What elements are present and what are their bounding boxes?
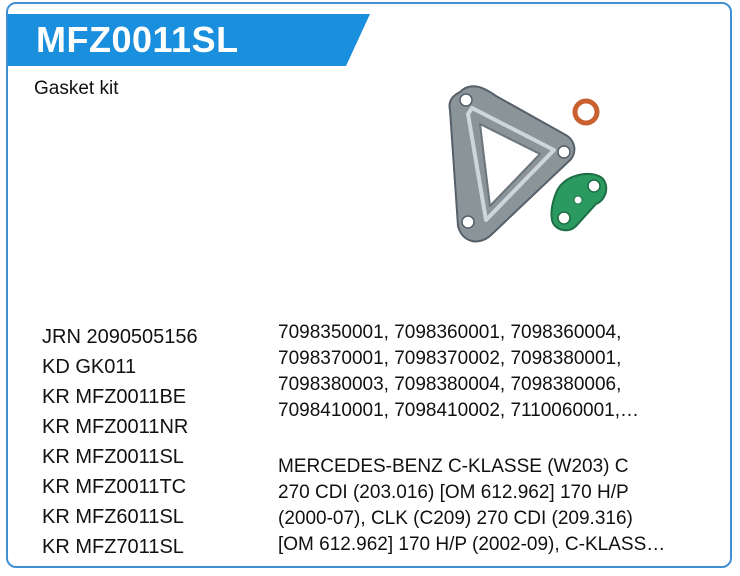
part-numbers-line: 7098410001, 7098410002, 7110060001,… bbox=[278, 400, 639, 421]
vehicle-applications-block: MERCEDES-BENZ C-KLASSE (W203) C 270 CDI … bbox=[278, 454, 698, 558]
cross-reference-item: KR MFZ0011SL bbox=[42, 446, 184, 468]
part-numbers-line: 7098380003, 7098380004, 7098380006, bbox=[278, 374, 622, 395]
cross-reference-item: KR MFZ0011BE bbox=[42, 386, 187, 408]
vehicle-line: MERCEDES-BENZ C-KLASSE (W203) C bbox=[278, 456, 629, 477]
cross-reference-item: JRN 2090505156 bbox=[42, 326, 198, 348]
product-code-title: MFZ0011SL bbox=[36, 19, 239, 60]
vehicle-line: (2000-07), CLK (C209) 270 CDI (209.316) bbox=[278, 508, 633, 529]
part-numbers-line: 7098370001, 7098370002, 7098380001, bbox=[278, 348, 622, 369]
product-card: MFZ0011SL Gasket kit JRN 2090505156 KD G… bbox=[6, 2, 732, 568]
title-banner: MFZ0011SL bbox=[8, 14, 370, 66]
cross-reference-list: JRN 2090505156 KD GK011 KR MFZ0011BE KR … bbox=[42, 322, 198, 562]
gasket-kit-photo-icon bbox=[436, 74, 616, 259]
cross-reference-item: KR MFZ7011SL bbox=[42, 536, 184, 558]
vehicle-line: 270 CDI (203.016) [OM 612.962] 170 H/P bbox=[278, 482, 629, 503]
part-numbers-line: 7098350001, 7098360001, 7098360004, bbox=[278, 322, 622, 343]
part-numbers-block: 7098350001, 7098360001, 7098360004, 7098… bbox=[278, 320, 698, 424]
banner-shape bbox=[8, 14, 370, 66]
vehicle-line: [OM 612.962] 170 H/P (2002-09), C-KLASS… bbox=[278, 534, 666, 555]
cross-reference-item: KR MFZ6011SL bbox=[42, 506, 184, 528]
cross-reference-item: KD GK011 bbox=[42, 356, 137, 378]
product-type-label: Gasket kit bbox=[34, 78, 119, 99]
cross-reference-item: KR MFZ0011TC bbox=[42, 476, 187, 498]
cross-reference-item: KR MFZ0011NR bbox=[42, 416, 189, 438]
